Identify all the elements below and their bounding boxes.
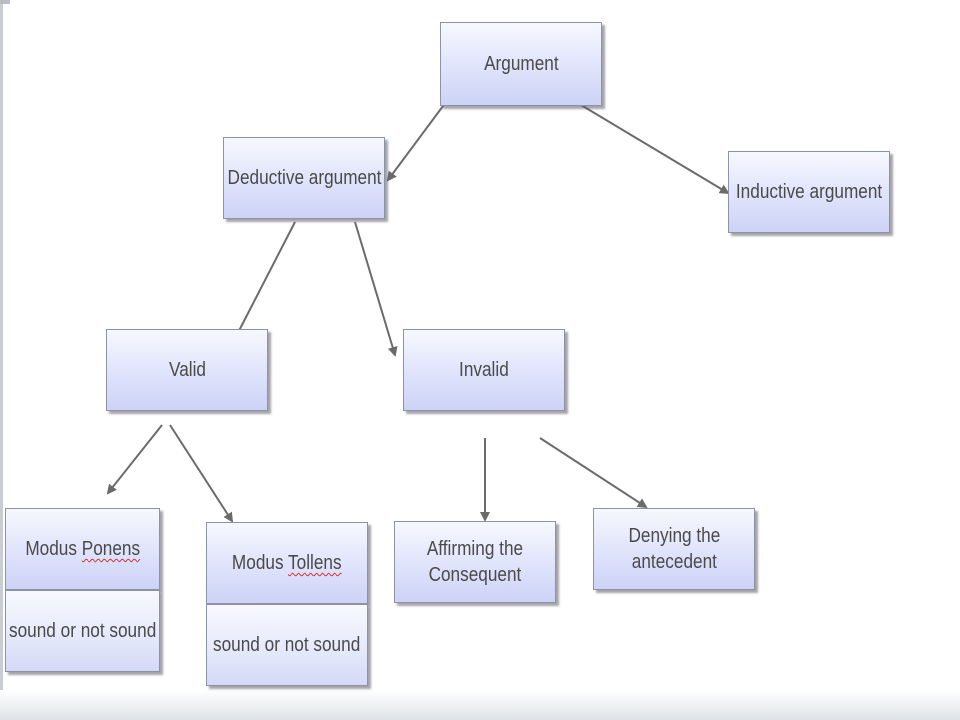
affirming-line-2: Consequent (428, 564, 522, 586)
node-modus-tollens-sub: sound or not sound (206, 604, 368, 686)
modus-ponens-prefix: Modus (25, 538, 82, 560)
node-denying-the-antecedent: Denying the antecedent (593, 508, 755, 590)
arrow-valid-to-modus-ponens (106, 424, 163, 495)
modus-ponens-word: Ponens (81, 538, 140, 560)
affirming-line-1: Affirming the (426, 538, 524, 560)
modus-tollens-prefix: Modus (232, 552, 289, 574)
node-valid-label: Valid (168, 359, 206, 381)
arrow-valid-to-modus-tollens (169, 424, 234, 523)
corner-mark (0, 0, 10, 4)
denying-line-2: antecedent (631, 551, 717, 573)
node-modus-ponens-label: Modus Ponens (25, 536, 140, 562)
modus-tollens-word: Tollens (288, 552, 342, 574)
node-argument-label: Argument (483, 53, 559, 75)
node-affirming-the-consequent: Affirming the Consequent (394, 521, 556, 603)
modus-tollens-sub-label: sound or not sound (213, 633, 361, 656)
node-invalid: Invalid (403, 329, 565, 411)
denying-line-1: Denying the (628, 525, 720, 547)
node-invalid-label: Invalid (459, 359, 509, 381)
window-edge (0, 0, 3, 720)
node-modus-ponens: Modus Ponens (5, 508, 160, 590)
modus-ponens-sub-label: sound or not sound (8, 619, 157, 642)
arrow-argument-to-inductive (565, 95, 730, 195)
node-modus-ponens-sub: sound or not sound (5, 590, 160, 672)
arrow-argument-to-deductive (386, 101, 447, 182)
node-inductive-label: Inductive argument (735, 181, 883, 203)
node-valid: Valid (106, 329, 268, 411)
node-modus-tollens: Modus Tollens (206, 522, 368, 604)
node-argument: Argument (440, 22, 602, 106)
arrow-deductive-to-invalid (354, 221, 398, 357)
node-deductive-argument: Deductive argument (223, 137, 385, 219)
arrow-invalid-to-denying (539, 437, 648, 509)
node-deductive-label: Deductive argument (227, 167, 381, 189)
node-modus-tollens-label: Modus Tollens (232, 550, 342, 576)
bottom-shadow-band (0, 690, 960, 720)
node-inductive-argument: Inductive argument (728, 151, 890, 233)
